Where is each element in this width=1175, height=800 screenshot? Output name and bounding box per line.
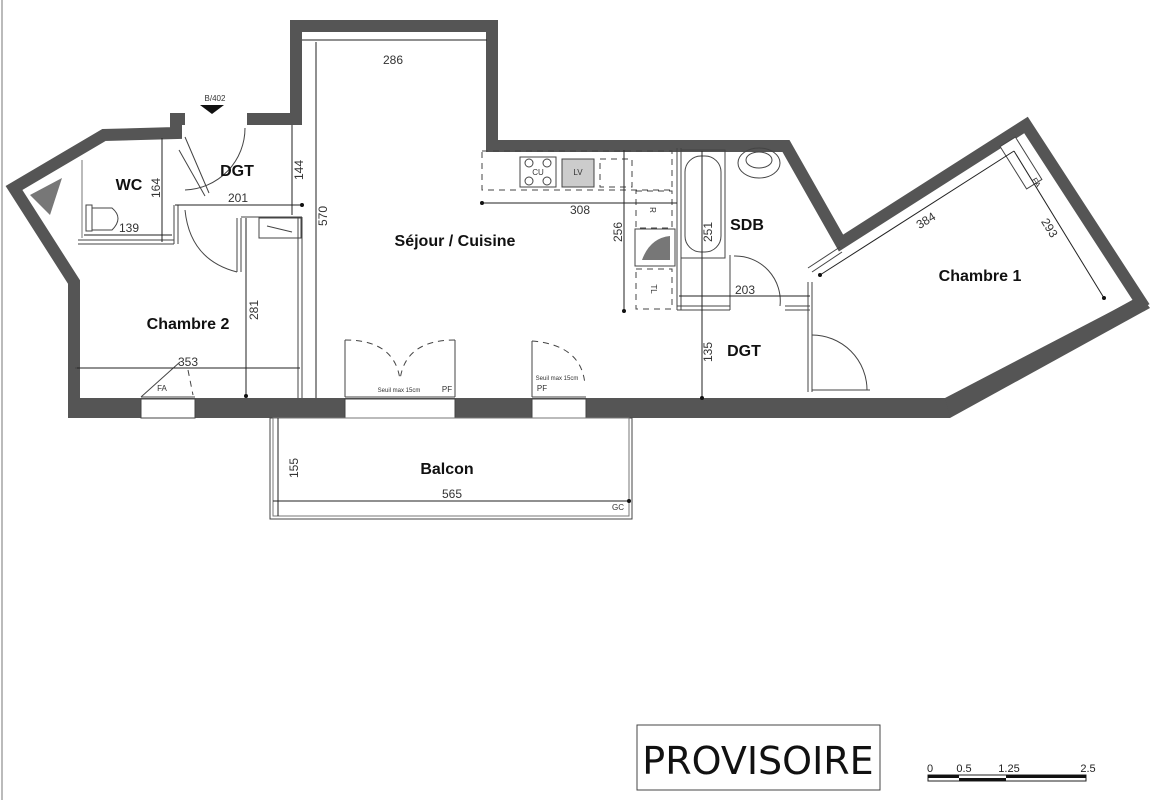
- kitchen-counter: [481, 150, 673, 191]
- dim-ch2-width: 353: [178, 355, 198, 369]
- label-door-type-2: PF: [537, 384, 547, 393]
- dim-sdb-height: 251: [701, 222, 715, 242]
- dim-ch2-height: 281: [247, 300, 261, 320]
- dim-ch1-depth: 293: [1038, 216, 1061, 241]
- bathtub-icon: [680, 149, 726, 259]
- fridge-icon: [635, 190, 673, 229]
- dim-sejour-depth: 570: [316, 206, 330, 226]
- scale-label-0-5: 0.5: [956, 763, 971, 775]
- doors: [140, 127, 868, 398]
- room-labels: B/402 WC DGT Séjour / Cuisine SDB Chambr…: [116, 94, 1022, 478]
- dim-dgt2-height: 135: [701, 342, 715, 362]
- interior-walls: [75, 148, 870, 398]
- toilet-icon: [85, 204, 93, 232]
- sink-icon: [599, 158, 633, 188]
- electrical-panel-icon: [266, 225, 293, 233]
- dim-kitchen-depth: 256: [611, 222, 625, 242]
- entry-arrow-icon: [200, 105, 224, 114]
- room-chambre-1: Chambre 1: [939, 268, 1022, 285]
- label-washer: TL: [649, 284, 658, 294]
- dim-dgt-width: 201: [228, 191, 248, 205]
- dim-sejour-width: 286: [383, 53, 403, 67]
- scale-bar: 0 0.5 1.25 2.5: [927, 763, 1096, 782]
- room-sdb: SDB: [730, 217, 764, 234]
- room-balcon: Balcon: [420, 461, 473, 478]
- boiler-mark-icon: [642, 236, 670, 260]
- exterior-walls: [5, 20, 1150, 418]
- room-dgt-entry: DGT: [220, 163, 254, 180]
- balcony: [269, 417, 633, 520]
- scale-label-2-5: 2.5: [1080, 763, 1095, 775]
- dim-sdb-width: 203: [735, 283, 755, 297]
- dim-dgt-height: 144: [292, 160, 306, 180]
- washer-icon: [635, 268, 673, 310]
- unit-reference: B/402: [205, 94, 226, 103]
- cooktop-icon: [519, 156, 557, 188]
- room-dgt-night: DGT: [727, 343, 761, 360]
- dim-balcon-depth: 155: [287, 458, 301, 478]
- dishwasher-icon: [561, 158, 595, 188]
- label-fridge: R: [648, 207, 657, 213]
- room-sejour-cuisine: Séjour / Cuisine: [395, 233, 516, 250]
- label-cooktop: CU: [532, 168, 544, 177]
- stamp-text: PROVISOIRE: [642, 739, 873, 783]
- scale-label-0: 0: [927, 763, 933, 775]
- dim-balcon-width: 565: [442, 487, 462, 501]
- washbasin-icon: [737, 147, 781, 179]
- dimension-lines: [77, 39, 1106, 516]
- duct-icon: [30, 178, 62, 215]
- room-wc: WC: [116, 177, 143, 194]
- label-sill-2: Seuil max 15cm: [536, 376, 579, 382]
- fixtures: [30, 105, 781, 310]
- label-sill-1: Seuil max 15cm: [378, 388, 421, 394]
- label-railing: GC: [612, 503, 624, 512]
- provisional-stamp: PROVISOIRE: [636, 724, 881, 791]
- dim-wc-width: 139: [119, 221, 139, 235]
- dim-wc-height: 164: [149, 178, 163, 198]
- dim-kitchen-width: 308: [570, 203, 590, 217]
- label-dishwasher: LV: [573, 168, 583, 177]
- scale-label-1-25: 1.25: [998, 763, 1019, 775]
- label-window-ch2: FA: [157, 384, 167, 393]
- boiler-icon: [634, 228, 676, 267]
- label-door-type-1: PF: [442, 385, 452, 394]
- room-chambre-2: Chambre 2: [147, 316, 230, 333]
